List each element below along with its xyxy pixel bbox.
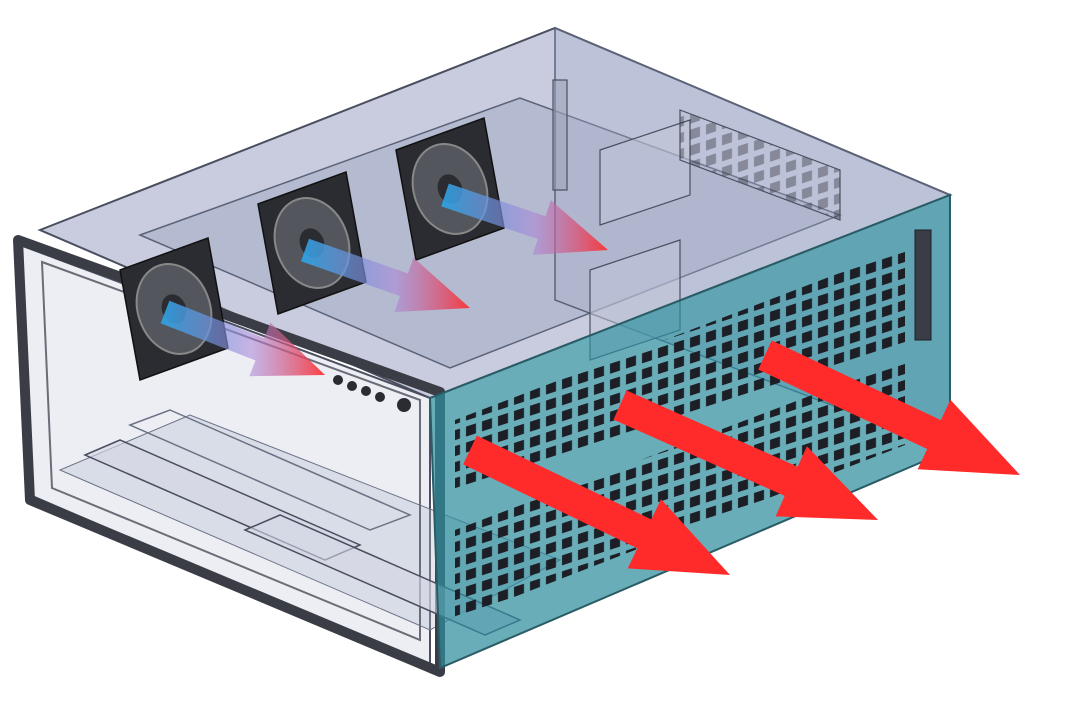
airflow-out-arrow (613, 390, 878, 520)
io-button (375, 392, 385, 402)
circuit-board (599, 119, 691, 226)
vent-holes-lower (455, 360, 905, 620)
connector-strip (552, 79, 568, 191)
io-button (361, 386, 371, 396)
airflow-in-arrow (160, 300, 325, 377)
airflow-out-arrow (758, 340, 1020, 475)
intake-airflow (160, 183, 608, 377)
rear-vent-grid (679, 109, 841, 221)
drive-rail (128, 409, 412, 531)
io-button (397, 398, 411, 412)
airflow-in-arrow (441, 183, 608, 255)
airflow-out-arrow (463, 435, 730, 575)
bezel-logo (54, 253, 84, 269)
exhaust-airflow (463, 340, 1020, 575)
io-button (333, 375, 343, 385)
io-button (347, 381, 357, 391)
bezel-frame (13, 235, 445, 677)
airflow-in-arrow (301, 238, 470, 312)
vent-latch (914, 229, 932, 341)
front-io-buttons (333, 375, 411, 412)
vent-holes-upper (455, 248, 905, 490)
